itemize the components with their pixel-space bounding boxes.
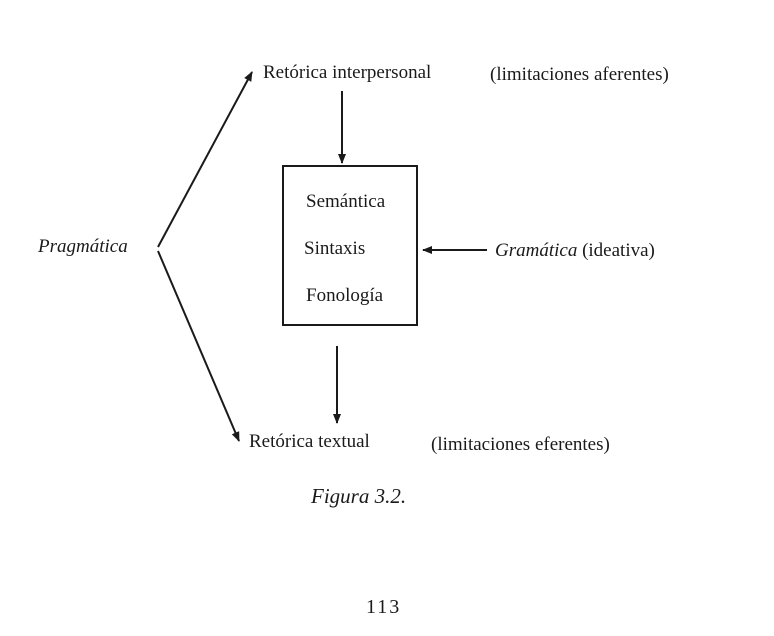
right-node-label: Gramática (ideativa)	[495, 240, 655, 262]
bottom-node-label: Retórica textual	[249, 431, 370, 452]
page-number: 113	[366, 596, 402, 618]
right-node-label-plain: (ideativa)	[582, 240, 655, 261]
left-node-label: Pragmática	[38, 236, 128, 257]
center-box	[282, 165, 418, 326]
arrow-pragmatica-to-textual	[157, 250, 240, 442]
box-line-sintaxis: Sintaxis	[304, 238, 366, 259]
box-line-fonologia: Fonología	[306, 285, 384, 306]
right-node-label-italic: Gramática	[495, 240, 578, 261]
figure-caption: Figura 3.2.	[311, 484, 407, 508]
bottom-node-note: (limitaciones eferentes)	[431, 434, 610, 455]
arrow-pragmatica-to-interpersonal	[157, 71, 253, 248]
box-line-semantica: Semántica	[306, 191, 386, 212]
top-node-label: Retórica interpersonal	[263, 62, 432, 83]
top-node-note: (limitaciones aferentes)	[490, 64, 669, 85]
